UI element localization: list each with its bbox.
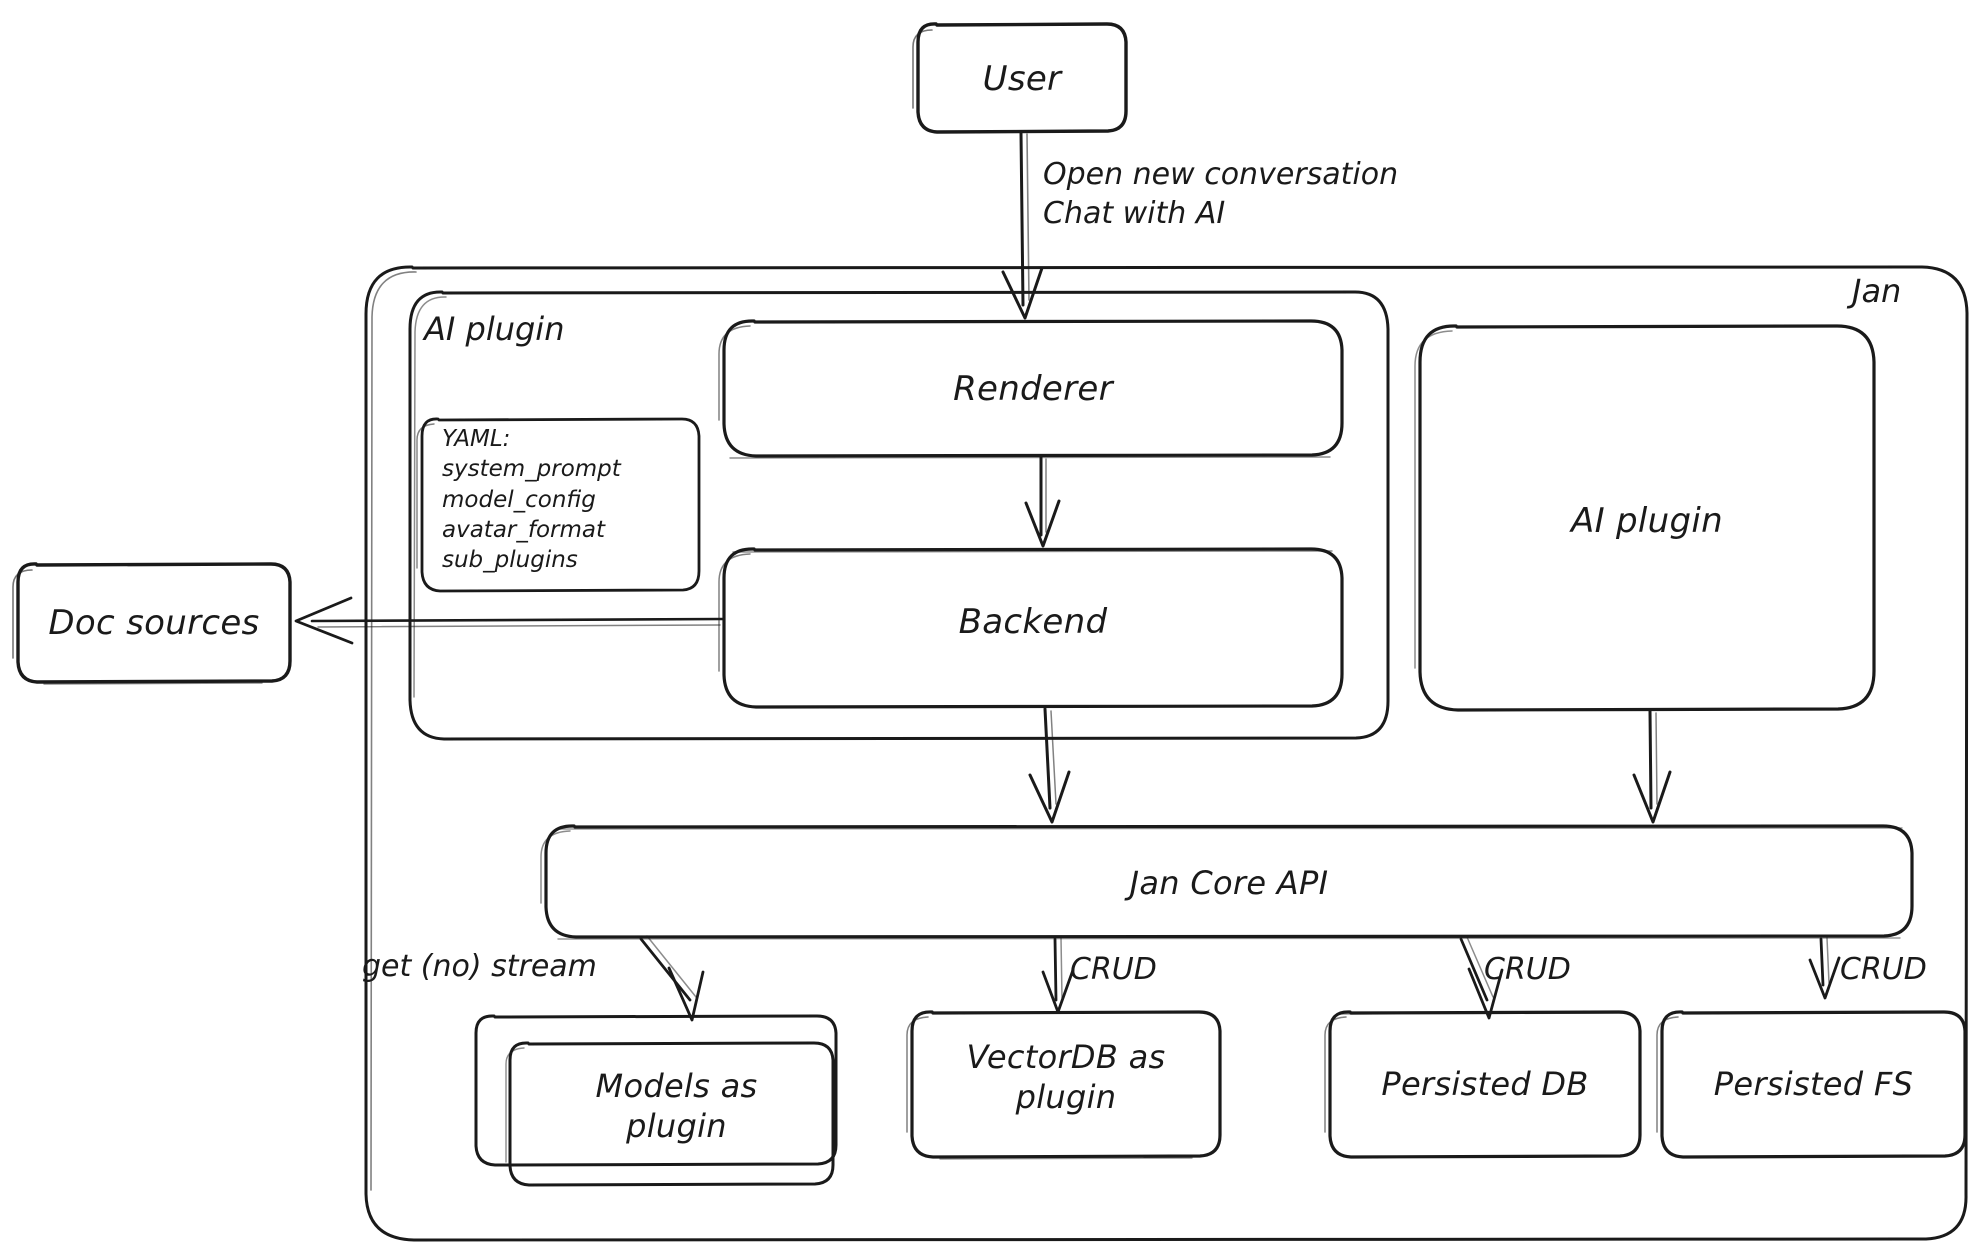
node-vectordb-plugin-shape bbox=[906, 1010, 1222, 1160]
node-models-plugin-shape bbox=[474, 1014, 838, 1187]
edge-core-to-vectordb-label: CRUD bbox=[1070, 952, 1157, 987]
edge-core-to-models-arrow bbox=[639, 935, 705, 1022]
node-doc-sources-shape bbox=[12, 562, 292, 685]
edge-ai-plugin-to-core-arrow bbox=[1632, 709, 1672, 824]
container-ai-plugin-group-shape bbox=[408, 290, 1390, 741]
container-jan-label: Jan bbox=[1852, 272, 1902, 310]
edge-backend-to-core-arrow bbox=[1028, 707, 1071, 824]
node-yaml-box-label: YAML: system_prompt model_config avatar_… bbox=[442, 426, 621, 574]
container-jan-shape bbox=[364, 265, 1969, 1242]
edge-core-to-fs-label: CRUD bbox=[1840, 952, 1927, 987]
edge-user-to-renderer-arrow bbox=[1001, 131, 1044, 320]
edge-core-to-db-arrow bbox=[1459, 936, 1504, 1020]
container-ai-plugin-group-label: AI plugin bbox=[424, 310, 565, 348]
node-user-shape bbox=[912, 22, 1128, 134]
edge-core-to-models-label: get (no) stream bbox=[362, 949, 597, 984]
edge-user-to-renderer-label: Open new conversation Chat with AI bbox=[1043, 157, 1399, 231]
edge-core-to-vectordb-arrow bbox=[1041, 937, 1075, 1014]
edge-backend-to-doc-sources-arrow bbox=[294, 596, 724, 645]
node-yaml-box-shape bbox=[416, 417, 701, 593]
edge-renderer-to-backend-arrow bbox=[1024, 455, 1061, 548]
node-persisted-db-shape bbox=[1324, 1010, 1642, 1159]
edge-core-to-fs-arrow bbox=[1808, 937, 1841, 1000]
node-ai-plugin-shape bbox=[1414, 324, 1876, 712]
node-renderer-shape bbox=[718, 319, 1344, 459]
node-jan-core-api-shape bbox=[540, 824, 1914, 940]
node-backend-shape bbox=[718, 547, 1344, 709]
edge-core-to-db-label: CRUD bbox=[1484, 952, 1571, 987]
node-persisted-fs-shape bbox=[1656, 1010, 1967, 1159]
